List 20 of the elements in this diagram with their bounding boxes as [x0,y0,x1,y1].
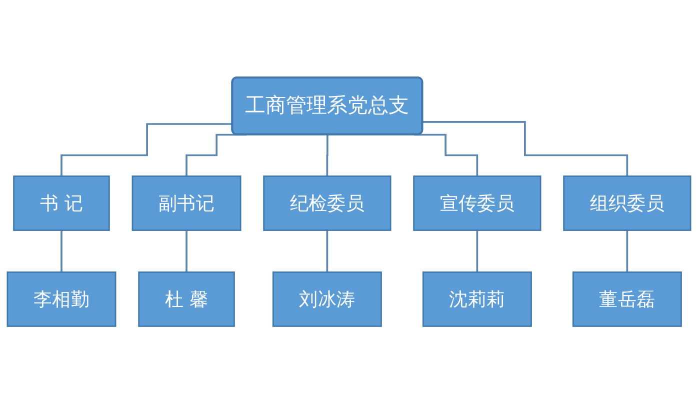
connector [60,229,62,274]
connector [326,229,328,274]
connector [186,134,247,178]
node-box: 杜 馨 [138,272,235,328]
node-box: 纪检委员 [263,176,392,232]
node-box: 副书记 [132,176,242,232]
connector [326,134,329,178]
node-box: 沈莉莉 [422,272,532,328]
connector [414,134,478,178]
node-box: 董岳磊 [572,272,682,328]
connector [476,229,478,274]
node-box: 李相勤 [6,272,116,328]
node-box: 组织委员 [563,176,692,232]
connector [422,121,628,178]
connector [60,123,233,178]
connector [186,229,188,274]
node-box: 宣传委员 [413,176,542,232]
node-box: 刘冰涛 [272,272,382,328]
connector [626,229,628,274]
node-box: 书 记 [13,176,110,232]
